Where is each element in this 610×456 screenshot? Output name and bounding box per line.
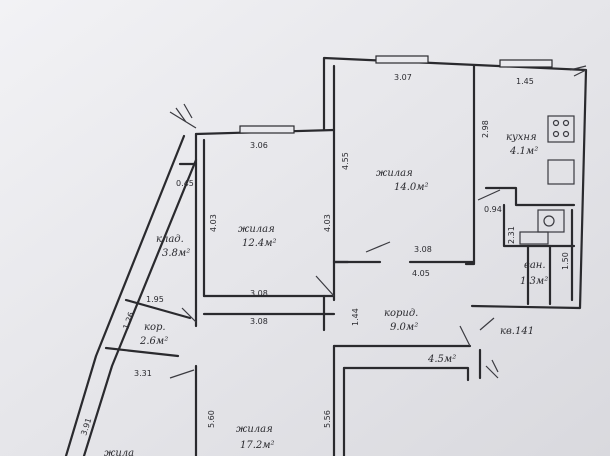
room-labels: жилая 14.0м² жилая 12.4м² жилая 17.2м² ж… xyxy=(104,132,548,456)
room-label-kitchen: кухня xyxy=(506,132,537,143)
dim-307: 3.07 xyxy=(394,73,412,82)
dimension-labels: 3.07 1.45 4.55 3.06 0.45 4.03 4.03 3.08 … xyxy=(79,73,570,437)
room-label-living-top: жилая xyxy=(376,168,413,179)
dim-306: 3.06 xyxy=(250,141,268,150)
apartment-label: кв.141 xyxy=(500,326,534,337)
room-area-corridor-main: 9.0м² xyxy=(390,322,418,333)
dim-308a: 3.08 xyxy=(414,245,432,254)
room-label-living-mid: жилая xyxy=(238,224,275,235)
dim-405: 4.05 xyxy=(412,269,430,278)
room-area-kitchen: 4.1м² xyxy=(509,146,538,157)
room-area-living-mid: 12.4м² xyxy=(242,238,277,249)
dim-298: 2.98 xyxy=(481,120,490,138)
dim-195: 1.95 xyxy=(146,295,164,304)
room-label-bath: ван. xyxy=(524,260,546,271)
dim-455: 4.55 xyxy=(341,152,350,170)
dim-403b: 4.03 xyxy=(323,214,332,232)
dim-556: 5.56 xyxy=(323,410,332,428)
room-area-closet: 3.8м² xyxy=(162,248,190,259)
room-label-living-partial: жила xyxy=(104,448,134,456)
room-label-corridor-main: корид. xyxy=(384,308,418,319)
room-area-corridor-small: 2.6м² xyxy=(139,336,168,347)
dim-231: 2.31 xyxy=(507,226,516,244)
dim-560: 5.60 xyxy=(207,410,216,428)
dim-150: 1.50 xyxy=(561,252,570,270)
dim-144: 1.44 xyxy=(351,308,360,326)
room-area-bath: 1.3м² xyxy=(520,276,548,287)
room-area-hall-small: 4.5м² xyxy=(427,354,456,365)
dim-308c: 3.08 xyxy=(250,317,268,326)
walls xyxy=(64,55,588,456)
room-label-living-bottom: жилая xyxy=(236,424,273,435)
dim-403a: 4.03 xyxy=(209,214,218,232)
room-label-closet: клад. xyxy=(156,234,184,245)
dim-045: 0.45 xyxy=(176,179,194,188)
room-area-living-bottom: 17.2м² xyxy=(240,440,275,451)
dim-145: 1.45 xyxy=(516,77,534,86)
room-area-living-top: 14.0м² xyxy=(394,182,429,193)
dim-331: 3.31 xyxy=(134,369,152,378)
dim-094: 0.94 xyxy=(484,205,502,214)
dim-308b: 3.08 xyxy=(250,289,268,298)
room-label-corridor-small: кор. xyxy=(144,322,166,333)
